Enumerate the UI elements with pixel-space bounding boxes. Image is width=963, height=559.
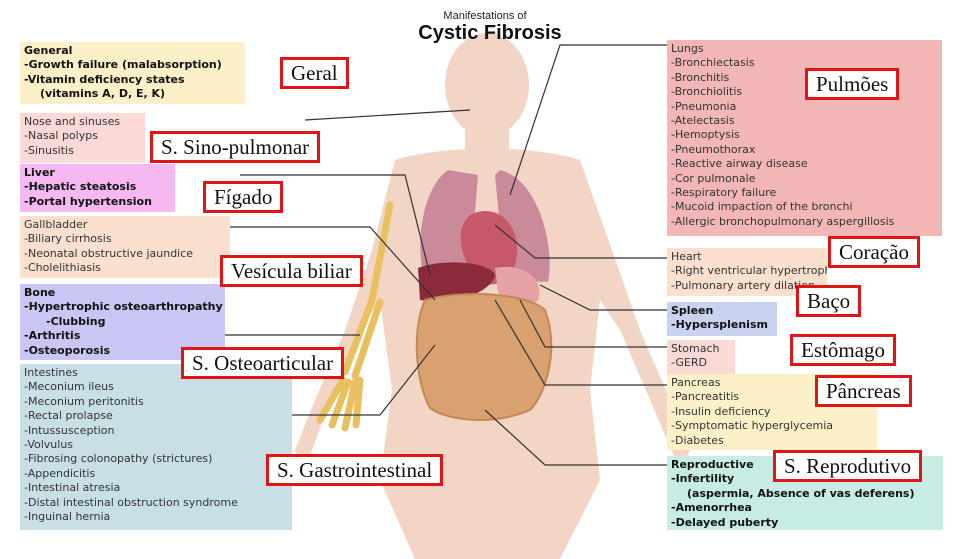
list-item: (vitamins A, D, E, K) <box>24 87 241 101</box>
title-line1: Manifestations of <box>420 10 550 22</box>
list-item: -Mucoid impaction of the bronchi <box>671 200 938 214</box>
tag-gastrointestinal: S. Gastrointestinal <box>266 454 443 486</box>
list-item: -Fibrosing colonopathy (strictures) <box>24 452 288 466</box>
list-item: -Right ventricular hypertrophy <box>671 264 823 278</box>
list-item: (aspermia, Absence of vas deferens) <box>671 487 939 501</box>
title-line2: Cystic Fibrosis <box>380 22 600 45</box>
list-item: -Cholelithiasis <box>24 261 226 275</box>
tag-pancreas: Pâncreas <box>815 375 912 407</box>
gallbladder-box: Gallbladder -Biliary cirrhosis -Neonatal… <box>20 216 230 278</box>
general-header: General <box>24 44 241 58</box>
intestines-box: Intestines -Meconium ileus -Meconium per… <box>20 364 292 530</box>
list-item: -Hypersplenism <box>671 318 773 332</box>
list-item: -Amenorrhea <box>671 501 939 515</box>
list-item: -Vitamin deficiency states <box>24 73 241 87</box>
list-item: -Clubbing <box>24 315 221 329</box>
list-item: -Hemoptysis <box>671 128 938 142</box>
tag-coracao: Coração <box>828 236 920 268</box>
list-item: -Meconium ileus <box>24 380 288 394</box>
list-item: -Hypertrophic osteoarthropathy <box>24 300 221 314</box>
lungs-header: Lungs <box>671 42 938 56</box>
list-item: -Intestinal atresia <box>24 481 288 495</box>
list-item: -Inguinal hernia <box>24 510 288 524</box>
gallbladder-header: Gallbladder <box>24 218 226 232</box>
tag-pulmoes: Pulmões <box>805 68 899 100</box>
list-item: -Symptomatic hyperglycemia <box>671 419 873 433</box>
list-item: -Pneumothorax <box>671 143 938 157</box>
list-item: -Nasal polyps <box>24 129 141 143</box>
heart-header: Heart <box>671 250 823 264</box>
list-item: -Distal intestinal obstruction syndrome <box>24 496 288 510</box>
tag-figado: Fígado <box>203 181 283 213</box>
list-item: -Delayed puberty <box>671 516 939 530</box>
tag-baco: Baço <box>796 285 861 317</box>
bone-header: Bone <box>24 286 221 300</box>
list-item: -Intussusception <box>24 424 288 438</box>
liver-box: Liver -Hepatic steatosis -Portal hyperte… <box>20 164 175 212</box>
list-item: -Biliary cirrhosis <box>24 232 226 246</box>
intestines-organ <box>417 294 551 420</box>
list-item: -Meconium peritonitis <box>24 395 288 409</box>
list-item: -Arthritis <box>24 329 221 343</box>
list-item: -GERD <box>671 356 731 370</box>
nose-box: Nose and sinuses -Nasal polyps -Sinusiti… <box>20 113 145 163</box>
list-item: -Atelectasis <box>671 114 938 128</box>
nose-header: Nose and sinuses <box>24 115 141 129</box>
stomach-header: Stomach <box>671 342 731 356</box>
list-item: -Appendicitis <box>24 467 288 481</box>
list-item: -Respiratory failure <box>671 186 938 200</box>
list-item: -Cor pulmonale <box>671 172 938 186</box>
tag-vesicula-biliar: Vesícula biliar <box>220 255 363 287</box>
list-item: -Neonatal obstructive jaundice <box>24 247 226 261</box>
list-item: -Sinusitis <box>24 144 141 158</box>
spleen-header: Spleen <box>671 304 773 318</box>
general-box: General -Growth failure (malabsorption) … <box>20 42 245 104</box>
list-item: -Diabetes <box>671 434 873 448</box>
liver-header: Liver <box>24 166 171 180</box>
list-item: -Hepatic steatosis <box>24 180 171 194</box>
tag-estomago: Estômago <box>790 334 896 366</box>
tag-sino-pulmonar: S. Sino-pulmonar <box>150 131 320 163</box>
tag-reprodutivo: S. Reprodutivo <box>773 450 922 482</box>
stomach-box: Stomach -GERD <box>667 340 735 374</box>
list-item: -Growth failure (malabsorption) <box>24 58 241 72</box>
spleen-box: Spleen -Hypersplenism <box>667 302 777 336</box>
list-item: -Rectal prolapse <box>24 409 288 423</box>
list-item: -Volvulus <box>24 438 288 452</box>
list-item: -Reactive airway disease <box>671 157 938 171</box>
tag-geral: Geral <box>280 57 349 89</box>
list-item: -Pneumonia <box>671 100 938 114</box>
list-item: -Allergic bronchopulmonary aspergillosis <box>671 215 938 229</box>
list-item: -Portal hypertension <box>24 195 171 209</box>
tag-osteoarticular: S. Osteoarticular <box>181 347 344 379</box>
